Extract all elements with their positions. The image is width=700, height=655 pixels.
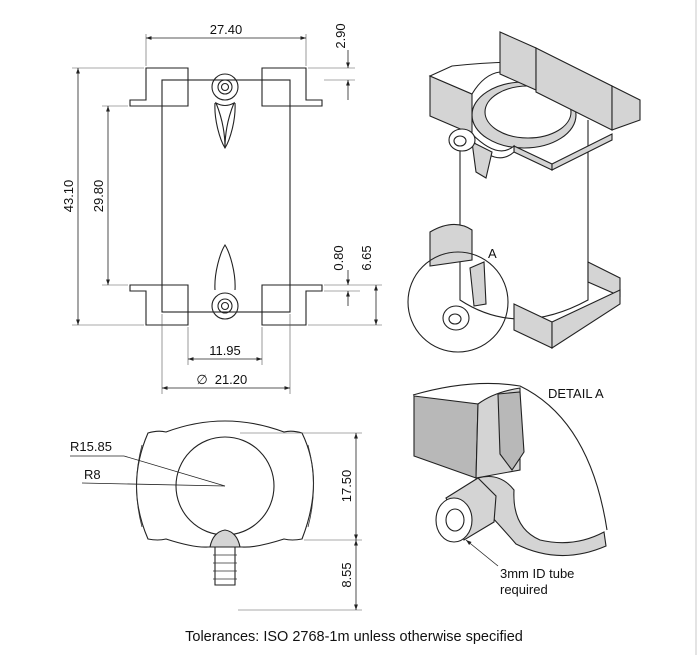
bottom-right-tab [261, 284, 323, 326]
detail-a-title: DETAIL A [548, 386, 604, 401]
dim-depth-body: 17.50 [339, 470, 354, 503]
top-view-outline [136, 420, 314, 548]
top-view: R15.85 R8 17.50 8.55 [70, 420, 362, 611]
detail-a-view: DETAIL A 3mm ID tube required [412, 382, 608, 597]
bottom-tube-bore [220, 301, 230, 311]
detail-a-callout-circle [407, 251, 509, 353]
iso-bottom-tab-right [587, 261, 621, 297]
leader-inner-radius [81, 482, 226, 487]
dim-outer-radius: R15.85 [70, 439, 112, 454]
top-view-tube [214, 547, 236, 586]
top-left-tab [129, 67, 189, 107]
dim-width-top: 27.40 [210, 22, 243, 37]
top-tube-bore [220, 82, 230, 92]
detail-a-base [477, 475, 607, 557]
detail-note-line1: 3mm ID tube [500, 566, 574, 581]
dim-diameter: 21.20 [215, 372, 248, 387]
bottom-fin [214, 243, 236, 291]
iso-top-fin [471, 141, 493, 179]
dim-inner-radius: R8 [84, 467, 101, 482]
bottom-left-tab [129, 284, 189, 326]
detail-a-fin [497, 391, 525, 471]
detail-a-leader [465, 539, 499, 567]
iso-bottom-tube [442, 305, 470, 331]
front-view [129, 67, 323, 326]
dim-step-tab: 6.65 [359, 245, 374, 270]
detail-a-marker: A [488, 246, 497, 261]
isometric-view: A [407, 31, 641, 353]
front-body [161, 79, 291, 313]
diameter-symbol: ∅ [196, 372, 207, 387]
iso-top-tab-right [611, 85, 641, 131]
dim-depth-tube: 8.55 [339, 562, 354, 587]
dim-inner-height: 29.80 [91, 180, 106, 213]
detail-note-line2: required [500, 582, 548, 597]
detail-a-boundary [412, 382, 608, 531]
dim-top-offset: 2.90 [333, 23, 348, 48]
iso-top-tube [448, 128, 476, 152]
iso-bottom-tab-left [429, 223, 473, 267]
detail-a-tube-end [435, 497, 473, 543]
leader-outer-radius [123, 455, 226, 487]
top-view-right-edge [307, 444, 314, 528]
top-tube-inner [217, 79, 233, 95]
detail-a-tab-face [413, 395, 479, 479]
front-dimensions: 27.40 2.90 43.10 29.80 0.80 6.65 11.95 [61, 22, 382, 394]
top-view-tube-boss [209, 529, 241, 548]
iso-bottom-fin [469, 261, 487, 307]
top-tube-outer [211, 73, 239, 101]
iso-bottom-tab-front [551, 289, 621, 350]
iso-top-tab-back-left [499, 31, 537, 91]
top-right-tab [261, 67, 323, 107]
tolerance-note: Tolerances: ISO 2768-1m unless otherwise… [185, 629, 523, 645]
top-view-left-edge [136, 444, 143, 528]
dim-step-small: 0.80 [331, 245, 346, 270]
top-fin [214, 101, 236, 149]
dim-tube-width: 11.95 [209, 343, 241, 358]
dim-overall-height: 43.10 [61, 180, 76, 213]
iso-top-rim-front [551, 133, 613, 171]
detail-a-tube-bore [445, 508, 465, 532]
top-fin-outline [214, 102, 236, 150]
bottom-tube-outer [211, 292, 239, 320]
bottom-tube-inner [217, 298, 233, 314]
